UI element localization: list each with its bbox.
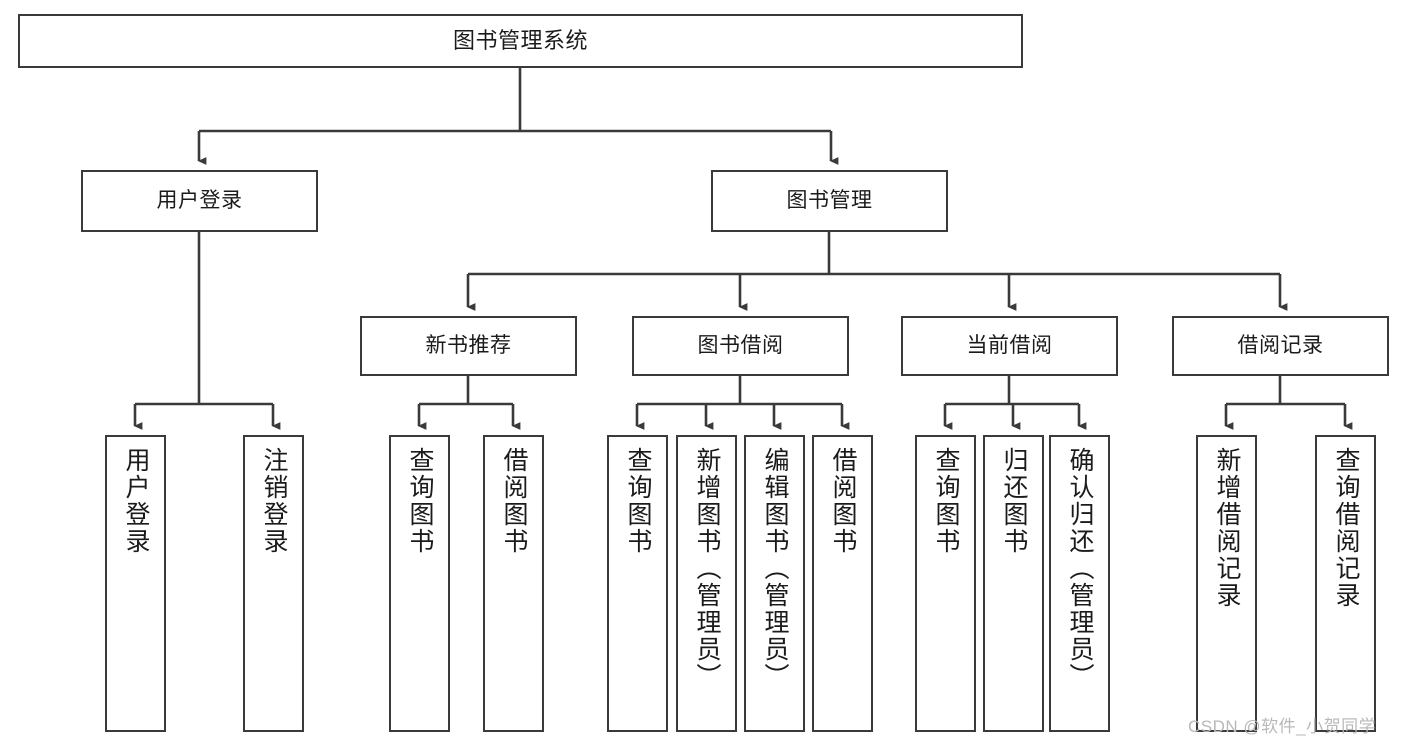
watermark: CSDN @软件_小贺同学: [1188, 717, 1377, 736]
node-borrow-records[interactable]: 借阅记录: [1172, 316, 1389, 376]
node-root-system[interactable]: 图书管理系统: [18, 14, 1023, 68]
leaf-book-borrow-add[interactable]: 新增图书（管理员）: [676, 435, 737, 732]
leaf-book-borrow-edit[interactable]: 编辑图书（管理员）: [744, 435, 805, 732]
node-label: 借阅记录: [1237, 334, 1324, 358]
leaf-current-borrow-query[interactable]: 查询图书: [915, 435, 976, 732]
node-label: 借阅图书: [500, 447, 528, 555]
node-label: 新增图书（管理员）: [693, 447, 721, 690]
leaf-user-login-signin[interactable]: 用户登录: [105, 435, 166, 732]
node-label: 借阅图书: [829, 447, 857, 555]
node-label: 查询图书: [932, 447, 960, 555]
leaf-new-book-query[interactable]: 查询图书: [389, 435, 450, 732]
node-current-borrow[interactable]: 当前借阅: [901, 316, 1118, 376]
node-label: 图书管理系统: [452, 27, 588, 53]
node-new-book-recommend[interactable]: 新书推荐: [360, 316, 577, 376]
node-label: 图书借阅: [697, 334, 784, 358]
leaf-user-login-signout[interactable]: 注销登录: [243, 435, 304, 732]
node-label: 当前借阅: [966, 334, 1053, 358]
node-label: 查询借阅记录: [1332, 447, 1360, 609]
leaf-book-borrow-query[interactable]: 查询图书: [607, 435, 668, 732]
node-label: 确认归还（管理员）: [1066, 447, 1094, 690]
node-label: 用户登录: [156, 189, 243, 213]
leaf-records-query[interactable]: 查询借阅记录: [1315, 435, 1376, 732]
node-label: 图书管理: [786, 189, 873, 213]
node-label: 新增借阅记录: [1213, 447, 1241, 609]
node-user-login[interactable]: 用户登录: [81, 170, 318, 232]
leaf-book-borrow-borrow[interactable]: 借阅图书: [812, 435, 873, 732]
node-label: 注销登录: [260, 447, 288, 555]
node-label: 查询图书: [624, 447, 652, 555]
node-label: 新书推荐: [425, 334, 512, 358]
leaf-current-borrow-return[interactable]: 归还图书: [983, 435, 1044, 732]
leaf-new-book-borrow[interactable]: 借阅图书: [483, 435, 544, 732]
leaf-current-borrow-confirm[interactable]: 确认归还（管理员）: [1049, 435, 1110, 732]
leaf-records-add[interactable]: 新增借阅记录: [1196, 435, 1257, 732]
node-label: 归还图书: [1000, 447, 1028, 555]
node-label: 用户登录: [122, 447, 150, 555]
node-book-borrow[interactable]: 图书借阅: [632, 316, 849, 376]
node-book-management[interactable]: 图书管理: [711, 170, 948, 232]
node-label: 查询图书: [406, 447, 434, 555]
node-label: 编辑图书（管理员）: [761, 447, 789, 690]
